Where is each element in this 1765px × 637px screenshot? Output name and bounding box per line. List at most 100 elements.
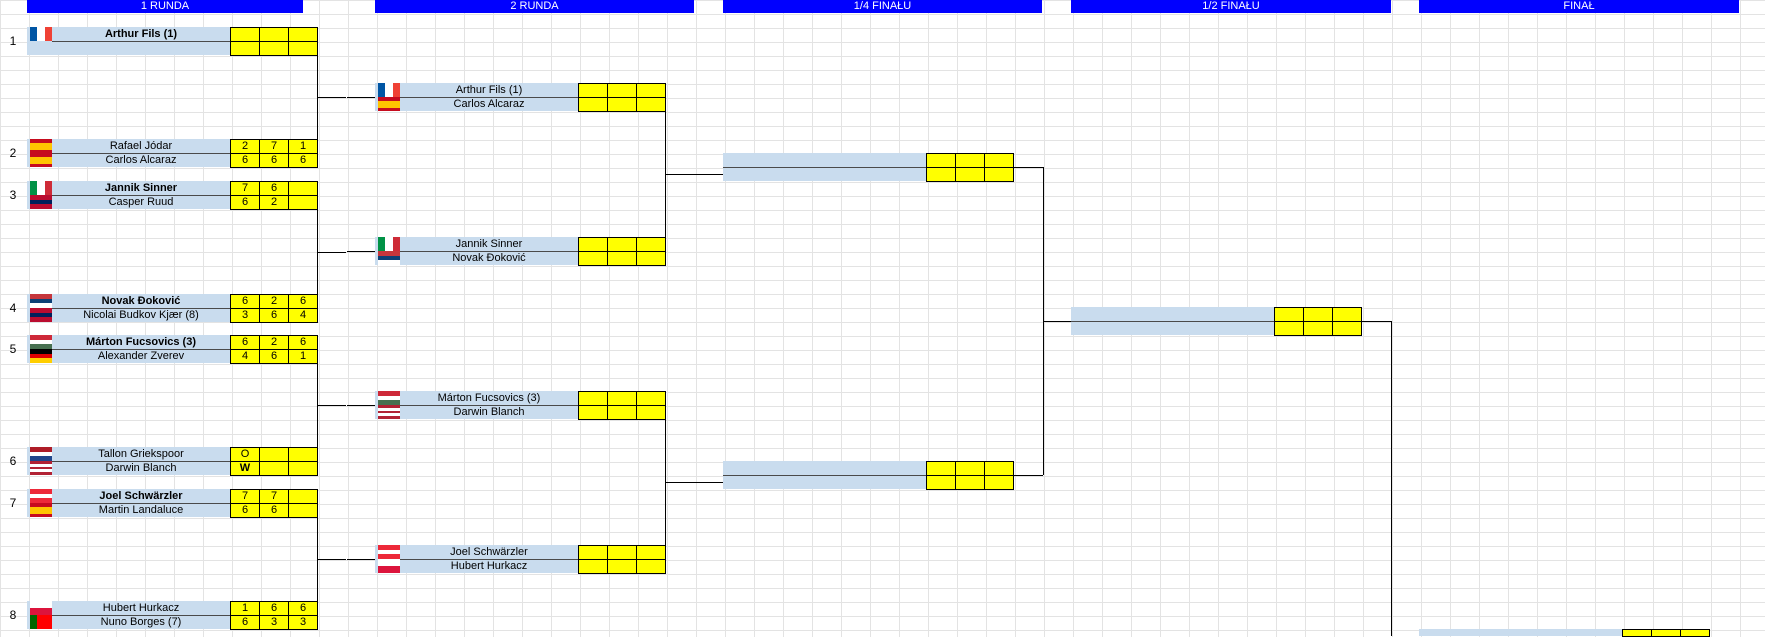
set-score-top-2[interactable]	[259, 27, 289, 42]
set-score-bottom-3[interactable]	[1332, 321, 1362, 336]
es-flag-icon	[30, 503, 52, 517]
set-score-top-2[interactable]	[607, 391, 637, 406]
set-score-bottom-1[interactable]: W	[230, 461, 260, 476]
set-score-top-2[interactable]: 6	[259, 601, 289, 616]
set-score-top-3[interactable]	[288, 181, 318, 196]
player-name: Novak Đoković	[452, 252, 526, 264]
set-score-bottom-2[interactable]	[1303, 321, 1333, 336]
set-score-top-1[interactable]	[578, 83, 608, 98]
name-divider	[52, 41, 230, 42]
set-score-top-3[interactable]: 1	[288, 139, 318, 154]
set-score-top-2[interactable]	[607, 545, 637, 560]
set-score-bottom-1[interactable]	[230, 41, 260, 56]
set-score-bottom-3[interactable]: 1	[288, 349, 318, 364]
set-score-top-1[interactable]: 7	[230, 181, 260, 196]
set-score-bottom-3[interactable]	[984, 475, 1014, 490]
set-score-top-1[interactable]: 1	[230, 601, 260, 616]
round-header-1: 1 RUNDA	[27, 0, 303, 13]
set-score-top-3[interactable]	[636, 237, 666, 252]
set-score-top-1[interactable]: 6	[230, 294, 260, 309]
set-score-bottom-3[interactable]	[288, 41, 318, 56]
set-score-top-3[interactable]	[984, 461, 1014, 476]
set-score-top-3[interactable]: 6	[288, 294, 318, 309]
set-score-top-1[interactable]	[926, 153, 956, 168]
bracket-connector	[317, 349, 318, 461]
set-score-top-1[interactable]: 2	[230, 139, 260, 154]
set-score-bottom-1[interactable]	[578, 251, 608, 266]
set-score-top-2[interactable]	[1303, 307, 1333, 322]
round-header-4: 1/2 FINAŁU	[1071, 0, 1391, 13]
set-score-bottom-3[interactable]: 4	[288, 308, 318, 323]
set-score-top-1[interactable]	[578, 391, 608, 406]
set-score-bottom-1[interactable]: 6	[230, 615, 260, 630]
set-score-top-3[interactable]	[1332, 307, 1362, 322]
set-score-bottom-2[interactable]	[607, 97, 637, 112]
set-score-bottom-3[interactable]: 6	[288, 153, 318, 168]
set-score-bottom-1[interactable]	[926, 475, 956, 490]
set-score-bottom-2[interactable]	[607, 251, 637, 266]
set-score-bottom-3[interactable]	[288, 503, 318, 518]
set-score-bottom-2[interactable]: 3	[259, 615, 289, 630]
set-score-top-2[interactable]	[955, 153, 985, 168]
set-score-bottom-2[interactable]	[955, 475, 985, 490]
set-score-top-2[interactable]: 7	[259, 139, 289, 154]
set-score-bottom-3[interactable]	[288, 195, 318, 210]
set-score-top-2[interactable]	[607, 237, 637, 252]
set-score-top-3[interactable]	[288, 27, 318, 42]
set-score-bottom-1[interactable]	[578, 97, 608, 112]
set-score-bottom-3[interactable]	[636, 97, 666, 112]
set-score-bottom-3[interactable]	[636, 251, 666, 266]
set-score-top-1[interactable]	[578, 237, 608, 252]
set-score-top-1[interactable]	[578, 545, 608, 560]
set-score-top-3[interactable]	[636, 391, 666, 406]
set-score-bottom-1[interactable]: 6	[230, 503, 260, 518]
set-score-bottom-1[interactable]	[926, 167, 956, 182]
set-score-bottom-3[interactable]	[636, 559, 666, 574]
set-score-top-2[interactable]: 6	[259, 181, 289, 196]
set-score-bottom-3[interactable]: 3	[288, 615, 318, 630]
set-score-top-3[interactable]	[636, 83, 666, 98]
set-score-bottom-2[interactable]: 6	[259, 153, 289, 168]
set-score-bottom-2[interactable]	[607, 405, 637, 420]
set-score-top-1[interactable]	[230, 27, 260, 42]
set-score-top-3[interactable]: 6	[288, 601, 318, 616]
set-score-top-3[interactable]	[984, 153, 1014, 168]
set-score-top-2[interactable]: 2	[259, 294, 289, 309]
set-score-bottom-2[interactable]	[259, 461, 289, 476]
set-score-top-1[interactable]	[1274, 307, 1304, 322]
set-score-bottom-1[interactable]	[1274, 321, 1304, 336]
round-header-3: 1/4 FINAŁU	[723, 0, 1042, 13]
set-score-bottom-2[interactable]	[607, 559, 637, 574]
set-score-bottom-3[interactable]	[288, 461, 318, 476]
set-score-top-2[interactable]	[259, 447, 289, 462]
set-score-top-2[interactable]: 7	[259, 489, 289, 504]
set-score-bottom-2[interactable]: 6	[259, 349, 289, 364]
set-score-top-2[interactable]: 2	[259, 335, 289, 350]
set-score-top-1[interactable]: 7	[230, 489, 260, 504]
set-score-bottom-2[interactable]: 6	[259, 308, 289, 323]
set-score-bottom-3[interactable]	[984, 167, 1014, 182]
set-score-bottom-2[interactable]	[259, 41, 289, 56]
set-score-bottom-2[interactable]	[955, 167, 985, 182]
set-score-top-3[interactable]	[288, 489, 318, 504]
set-score-top-2[interactable]	[955, 461, 985, 476]
name-divider	[400, 97, 578, 98]
set-score-bottom-1[interactable]: 6	[230, 153, 260, 168]
set-score-bottom-1[interactable]	[578, 405, 608, 420]
set-score-bottom-2[interactable]: 6	[259, 503, 289, 518]
set-score-top-3[interactable]	[288, 447, 318, 462]
set-score-bottom-1[interactable]: 4	[230, 349, 260, 364]
set-score-top-3[interactable]: 6	[288, 335, 318, 350]
set-score-top-2[interactable]	[607, 83, 637, 98]
player-slot[interactable]	[1419, 629, 1622, 636]
set-score-bottom-1[interactable]	[578, 559, 608, 574]
set-score-bottom-2[interactable]: 2	[259, 195, 289, 210]
set-score-bottom-1[interactable]: 6	[230, 195, 260, 210]
set-score-bottom-3[interactable]	[636, 405, 666, 420]
name-divider	[52, 349, 230, 350]
set-score-top-1[interactable]: O	[230, 447, 260, 462]
set-score-bottom-1[interactable]: 3	[230, 308, 260, 323]
set-score-top-1[interactable]: 6	[230, 335, 260, 350]
set-score-top-1[interactable]	[926, 461, 956, 476]
set-score-top-3[interactable]	[636, 545, 666, 560]
